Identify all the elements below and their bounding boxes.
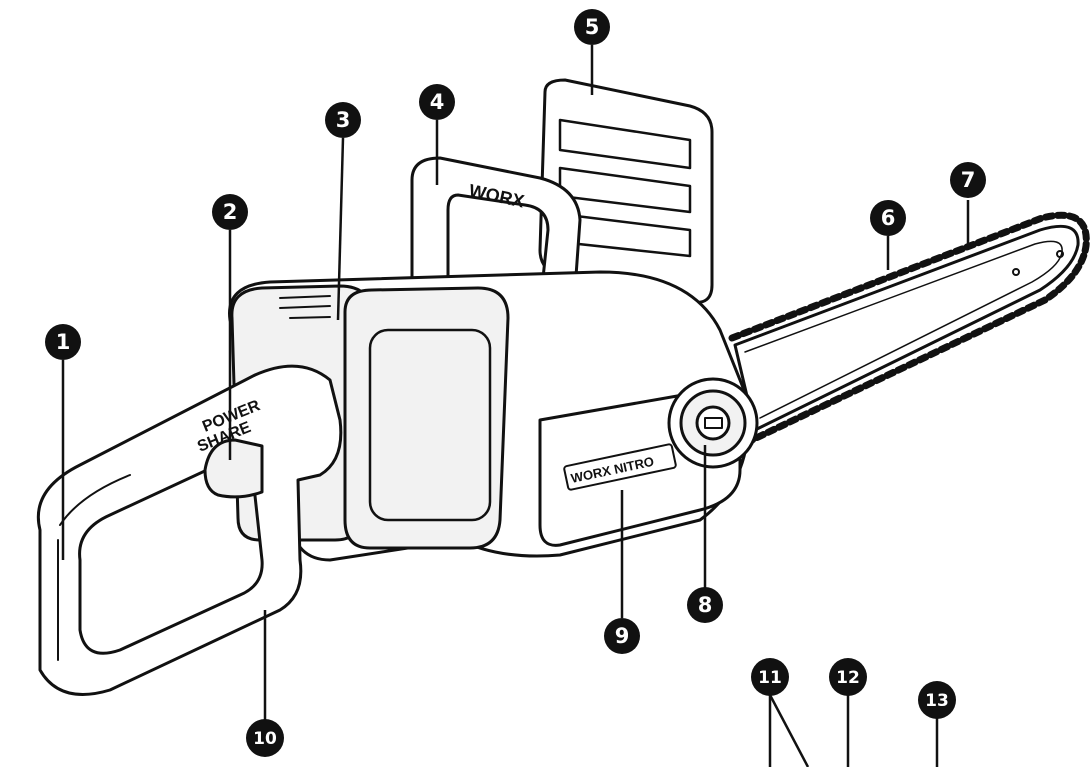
tension-knob-tab bbox=[704, 417, 723, 429]
callout-2: 2 bbox=[212, 194, 248, 230]
callout-label: 12 bbox=[836, 668, 860, 688]
rear-handle-grip-line bbox=[57, 474, 131, 661]
callouts: 1 2 3 4 5 6 7 8 9 10 11 12 13 bbox=[45, 9, 986, 757]
guide-bar bbox=[733, 224, 1080, 432]
callout-7: 7 bbox=[950, 162, 986, 198]
callout-12: 12 bbox=[829, 658, 867, 696]
callout-label: 5 bbox=[585, 15, 600, 39]
callout-8: 8 bbox=[687, 587, 723, 623]
saw-chain bbox=[728, 211, 1090, 444]
trigger bbox=[203, 438, 264, 499]
callout-4: 4 bbox=[419, 84, 455, 120]
callout-11: 11 bbox=[751, 658, 789, 696]
callout-3: 3 bbox=[325, 102, 361, 138]
callout-label: 2 bbox=[223, 200, 238, 224]
leader-lines bbox=[61, 45, 970, 768]
callout-label: 6 bbox=[881, 206, 896, 230]
side-cover-badge bbox=[563, 443, 677, 491]
callout-label: 10 bbox=[253, 729, 277, 749]
callout-label: 7 bbox=[961, 168, 976, 192]
rear-handle bbox=[36, 364, 343, 696]
battery-ribs bbox=[279, 295, 331, 319]
leader-line bbox=[336, 137, 345, 321]
bar-hole bbox=[1012, 268, 1020, 276]
callout-9: 9 bbox=[604, 618, 640, 654]
callout-label: 8 bbox=[698, 593, 713, 617]
battery-front bbox=[343, 286, 510, 550]
callout-label: 1 bbox=[56, 330, 71, 354]
callout-10: 10 bbox=[246, 719, 284, 757]
leader-line bbox=[768, 694, 810, 768]
callout-5: 5 bbox=[574, 9, 610, 45]
callout-1: 1 bbox=[45, 324, 81, 360]
battery-latch bbox=[368, 328, 492, 522]
callout-label: 13 bbox=[925, 691, 949, 711]
callout-label: 9 bbox=[615, 624, 630, 648]
bar-hole bbox=[1056, 250, 1064, 258]
tension-knob-center bbox=[695, 405, 731, 441]
callout-label: 11 bbox=[758, 668, 782, 688]
callout-label: 3 bbox=[336, 108, 351, 132]
callout-label: 4 bbox=[430, 90, 445, 114]
callout-13: 13 bbox=[918, 681, 956, 719]
callout-6: 6 bbox=[870, 200, 906, 236]
